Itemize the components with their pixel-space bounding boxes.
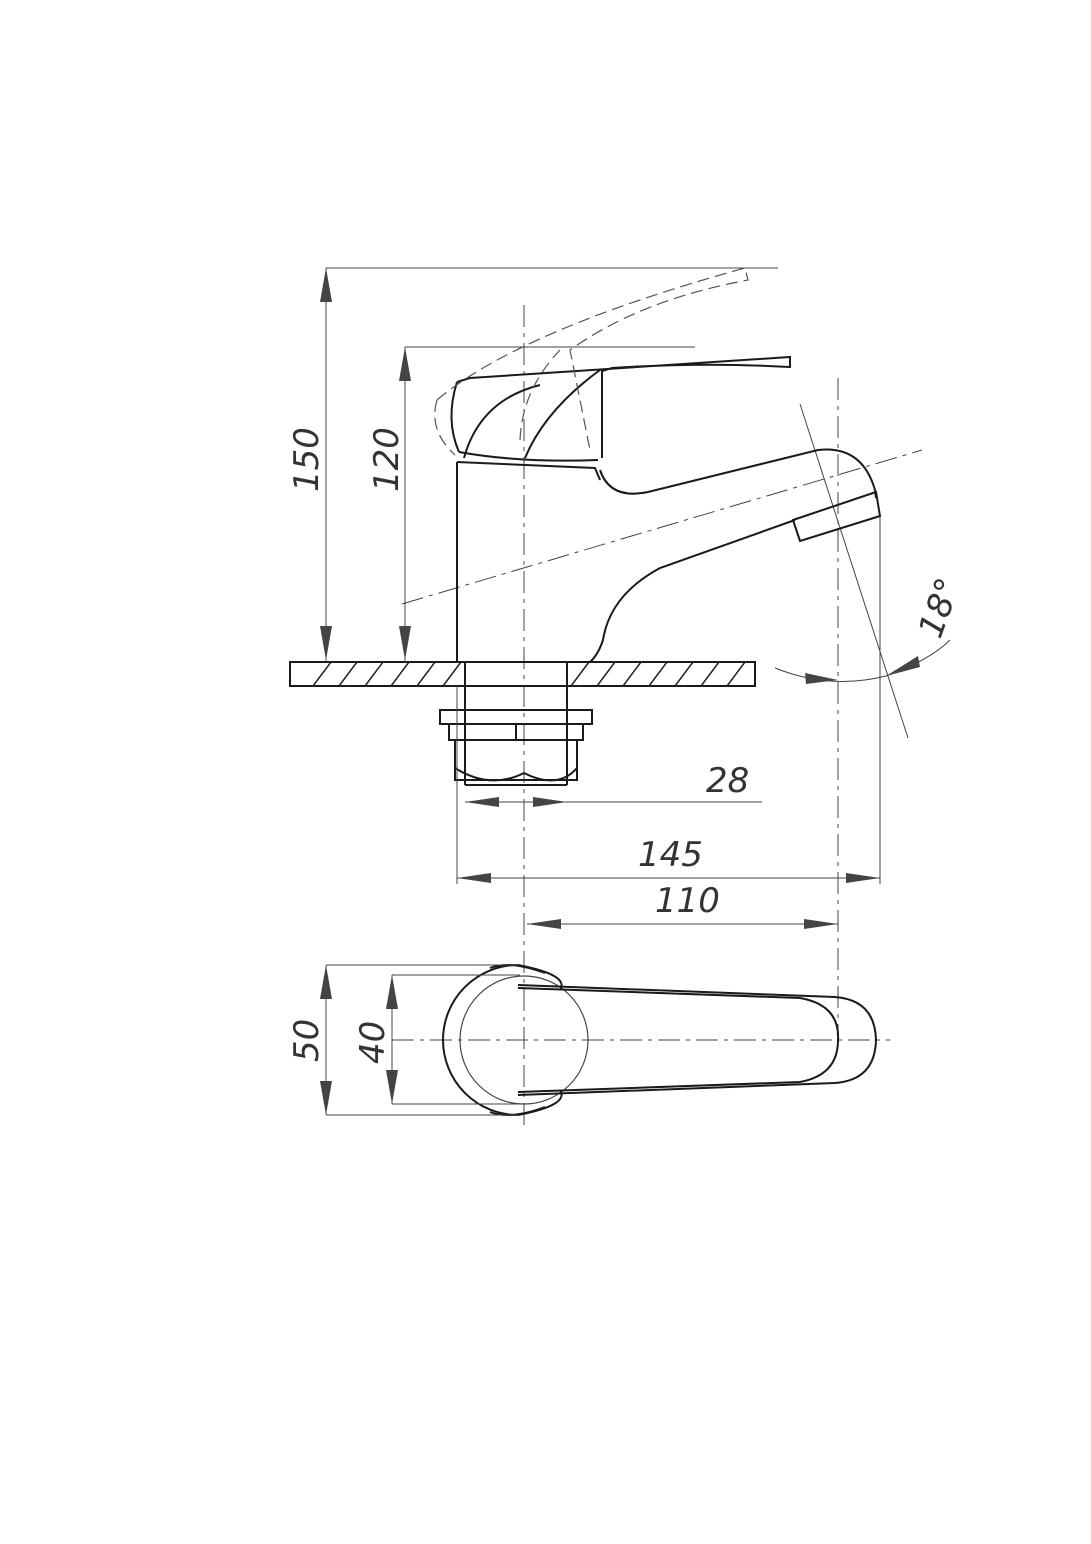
dimension-50: 50	[287, 964, 518, 1116]
label-110: 110	[655, 881, 720, 921]
faucet-body	[434, 267, 882, 663]
dimension-150: 150	[287, 267, 778, 662]
label-150: 150	[287, 427, 327, 492]
label-28: 28	[706, 761, 749, 801]
dimension-145: 145	[456, 516, 881, 884]
label-120: 120	[367, 427, 407, 492]
dimension-28: 28	[465, 761, 762, 807]
label-145: 145	[638, 835, 703, 875]
mounting-surface	[289, 661, 756, 687]
label-40: 40	[353, 1021, 393, 1064]
connection-nut	[439, 686, 593, 786]
aerator-axis	[799, 403, 909, 739]
spout-centerline	[401, 449, 923, 605]
dimension-40: 40	[353, 974, 520, 1105]
dimension-120: 120	[367, 346, 695, 662]
dimension-110: 110	[527, 881, 838, 929]
label-50: 50	[287, 1019, 327, 1062]
top-view	[392, 963, 890, 1117]
label-18-degrees: 18°	[911, 573, 969, 643]
